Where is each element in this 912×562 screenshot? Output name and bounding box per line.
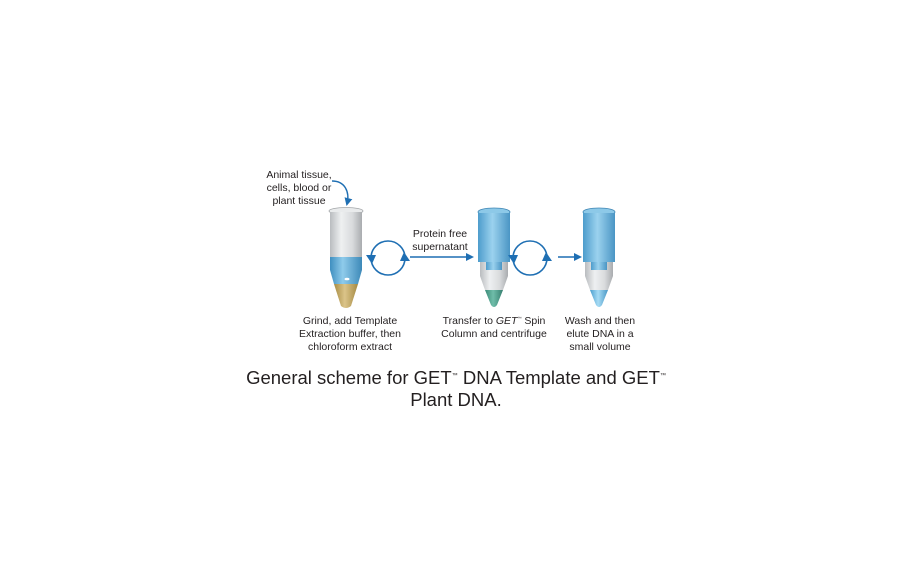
input-sample-line: cells, blood or — [266, 182, 332, 194]
step1-label: Grind, add Template Extraction buffer, t… — [290, 315, 410, 354]
step2-line: Column and centrifuge — [441, 328, 547, 340]
figure-caption: General scheme for GET™ DNA Template and… — [200, 367, 712, 411]
sample-tube — [328, 207, 364, 308]
step3-label: Wash and then elute DNA in a small volum… — [560, 315, 640, 354]
transfer-label: Protein free supernatant — [400, 228, 480, 254]
step2-brand: GET — [495, 315, 518, 327]
input-sample-line: plant tissue — [272, 195, 326, 207]
step3-line: Wash and then — [564, 315, 636, 327]
input-arrow — [331, 180, 353, 206]
step2-pre: Transfer to — [442, 315, 496, 327]
caption-line-1: General scheme for GET™ DNA Template and… — [200, 367, 712, 389]
step1-line: Extraction buffer, then — [299, 328, 401, 340]
mix-cycle-1 — [366, 240, 410, 276]
step1-line: Grind, add Template — [302, 315, 398, 327]
step2-line: Transfer to GET™ Spin — [430, 315, 558, 328]
caption-text: DNA Template and GET — [457, 367, 660, 388]
step2-label: Transfer to GET™ Spin Column and centrif… — [430, 315, 558, 341]
step3-line: small volume — [569, 341, 631, 353]
step3-line: elute DNA in a — [566, 328, 634, 340]
trademark-symbol: ™ — [451, 372, 458, 379]
trademark-symbol: ™ — [659, 372, 666, 379]
caption-text: General scheme for GET — [246, 367, 452, 388]
spin-column-tube — [477, 207, 511, 307]
mix-cycle-2 — [508, 240, 552, 276]
transfer-label-line: supernatant — [412, 241, 468, 253]
caption-line-2: Plant DNA. — [410, 389, 502, 410]
step2-post: Spin — [521, 315, 546, 327]
input-sample-line: Animal tissue, — [266, 169, 332, 181]
transfer-label-line: Protein free — [412, 228, 468, 240]
input-sample-label: Animal tissue, cells, blood or plant tis… — [258, 169, 340, 208]
elution-tube — [582, 207, 616, 307]
step1-line: chloroform extract — [307, 341, 393, 353]
trademark-symbol: ™ — [517, 315, 522, 321]
